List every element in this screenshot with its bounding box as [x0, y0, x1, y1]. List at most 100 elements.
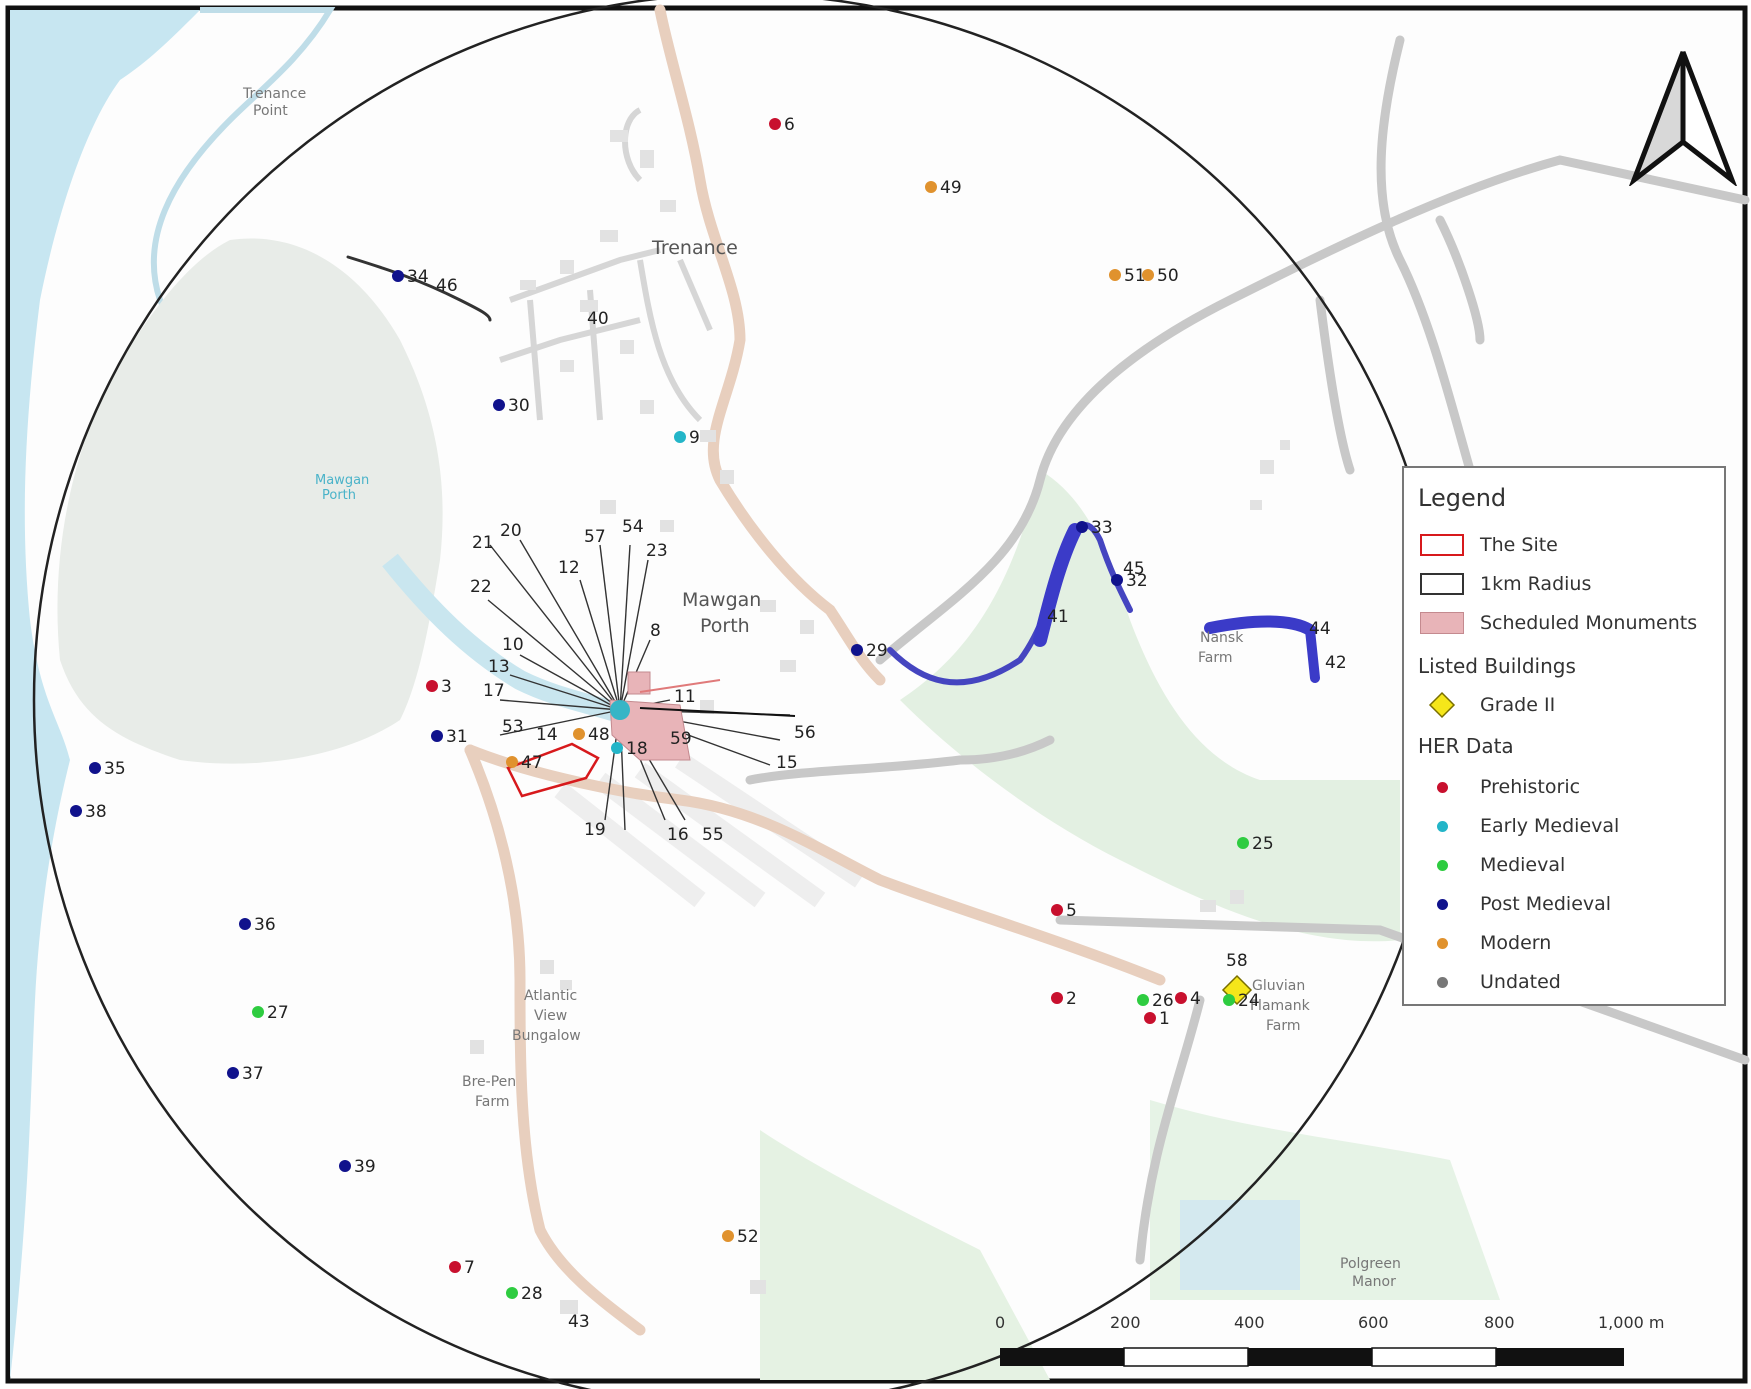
feature-label-57: 57: [584, 527, 606, 547]
legend: Legend The Site 1km Radius Scheduled Mon…: [1402, 466, 1726, 1006]
feature-label-58: 58: [1226, 951, 1248, 971]
place-mawgan-porth-2: Porth: [700, 615, 750, 637]
legend-item-monument: Scheduled Monuments: [1418, 608, 1697, 638]
feature-label-13: 13: [488, 657, 510, 677]
legend-item-post-medieval: Post Medieval: [1418, 889, 1611, 919]
dot-icon: [1436, 937, 1448, 949]
site-outline: [506, 742, 600, 798]
feature-label-56: 56: [794, 723, 816, 743]
her-point-27: [252, 1006, 264, 1018]
legend-label-monument: Scheduled Monuments: [1480, 612, 1698, 634]
place-trenance: Trenance: [651, 237, 738, 259]
feature-label-46: 46: [436, 276, 458, 296]
north-arrow-icon: [1629, 51, 1737, 186]
legend-item-grade-ii: Grade II: [1418, 690, 1555, 720]
her-label-50: 50: [1157, 266, 1179, 286]
legend-label: Modern: [1480, 932, 1552, 954]
her-label-34: 34: [407, 267, 429, 287]
her-point-6: [769, 118, 781, 130]
her-label-18: 18: [626, 739, 648, 759]
her-point-1: [1144, 1012, 1156, 1024]
feature-labels-layer: 8101112131415161719202122235354555657594…: [436, 276, 1347, 1332]
her-point-47: [506, 756, 518, 768]
scheduled-monuments: [609, 671, 691, 761]
her-label-25: 25: [1252, 834, 1274, 854]
her-label-27: 27: [267, 1003, 289, 1023]
feature-label-54: 54: [622, 517, 644, 537]
linear-features: [346, 255, 1320, 686]
scale-label: 600: [1358, 1313, 1389, 1332]
legend-label: Prehistoric: [1480, 776, 1581, 798]
her-label-1: 1: [1159, 1009, 1170, 1029]
her-point-36: [239, 918, 251, 930]
dot-icon: [1436, 781, 1448, 793]
her-label-7: 7: [464, 1258, 475, 1278]
feature-label-12: 12: [558, 558, 580, 578]
her-point-7: [449, 1261, 461, 1273]
her-point-29: [851, 644, 863, 656]
legend-label: Medieval: [1480, 854, 1566, 876]
legend-label-grade-ii: Grade II: [1480, 694, 1556, 716]
legend-her-heading: HER Data: [1418, 734, 1514, 758]
diamond-icon: [1428, 691, 1456, 719]
scale-label: 200: [1110, 1313, 1141, 1332]
beach: [57, 238, 443, 764]
dot-icon: [1436, 820, 1448, 832]
her-point-18: [611, 742, 623, 754]
buildings: [470, 130, 1290, 1314]
legend-label: Early Medieval: [1480, 815, 1620, 837]
her-point-4: [1175, 992, 1187, 1004]
her-label-3: 3: [441, 677, 452, 697]
feature-label-11: 11: [674, 687, 696, 707]
legend-item-early-medieval: Early Medieval: [1418, 811, 1619, 841]
her-point-25: [1237, 837, 1249, 849]
feature-label-40: 40: [587, 309, 609, 329]
scale-label: 800: [1484, 1313, 1515, 1332]
her-point-48: [573, 728, 585, 740]
her-label-26: 26: [1152, 991, 1174, 1011]
her-point-28: [506, 1287, 518, 1299]
her-point-31: [431, 730, 443, 742]
place-mawgan-porth-1: Mawgan: [682, 589, 761, 611]
her-point-5: [1051, 904, 1063, 916]
feature-label-55: 55: [702, 825, 724, 845]
her-point-24: [1223, 994, 1235, 1006]
her-label-37: 37: [242, 1064, 264, 1084]
her-point-52: [722, 1230, 734, 1242]
feature-label-59: 59: [670, 729, 692, 749]
her-label-6: 6: [784, 115, 795, 135]
her-label-30: 30: [508, 396, 530, 416]
legend-item-medieval: Medieval: [1418, 850, 1565, 880]
feature-label-19: 19: [584, 820, 606, 840]
her-label-49: 49: [940, 178, 962, 198]
feature-label-21: 21: [472, 533, 494, 553]
legend-item-site: The Site: [1418, 530, 1558, 560]
her-label-48: 48: [588, 725, 610, 745]
her-label-47: 47: [521, 753, 543, 773]
feature-label-15: 15: [776, 753, 798, 773]
her-label-31: 31: [446, 727, 468, 747]
feature-label-8: 8: [650, 621, 661, 641]
her-label-38: 38: [85, 802, 107, 822]
scale-label: 400: [1234, 1313, 1265, 1332]
her-point-51: [1109, 269, 1121, 281]
legend-item-radius: 1km Radius: [1418, 569, 1591, 599]
feature-label-44: 44: [1309, 619, 1331, 639]
feature-label-20: 20: [500, 521, 522, 541]
feature-label-53: 53: [502, 717, 524, 737]
her-point-37: [227, 1067, 239, 1079]
feature-label-42: 42: [1325, 653, 1347, 673]
roads-main: [464, 4, 1166, 1336]
her-point-26: [1137, 994, 1149, 1006]
her-point-49: [925, 181, 937, 193]
her-point-38: [70, 805, 82, 817]
legend-label-site: The Site: [1480, 534, 1558, 556]
legend-item-prehistoric: Prehistoric: [1418, 772, 1580, 802]
feature-label-14: 14: [536, 725, 558, 745]
